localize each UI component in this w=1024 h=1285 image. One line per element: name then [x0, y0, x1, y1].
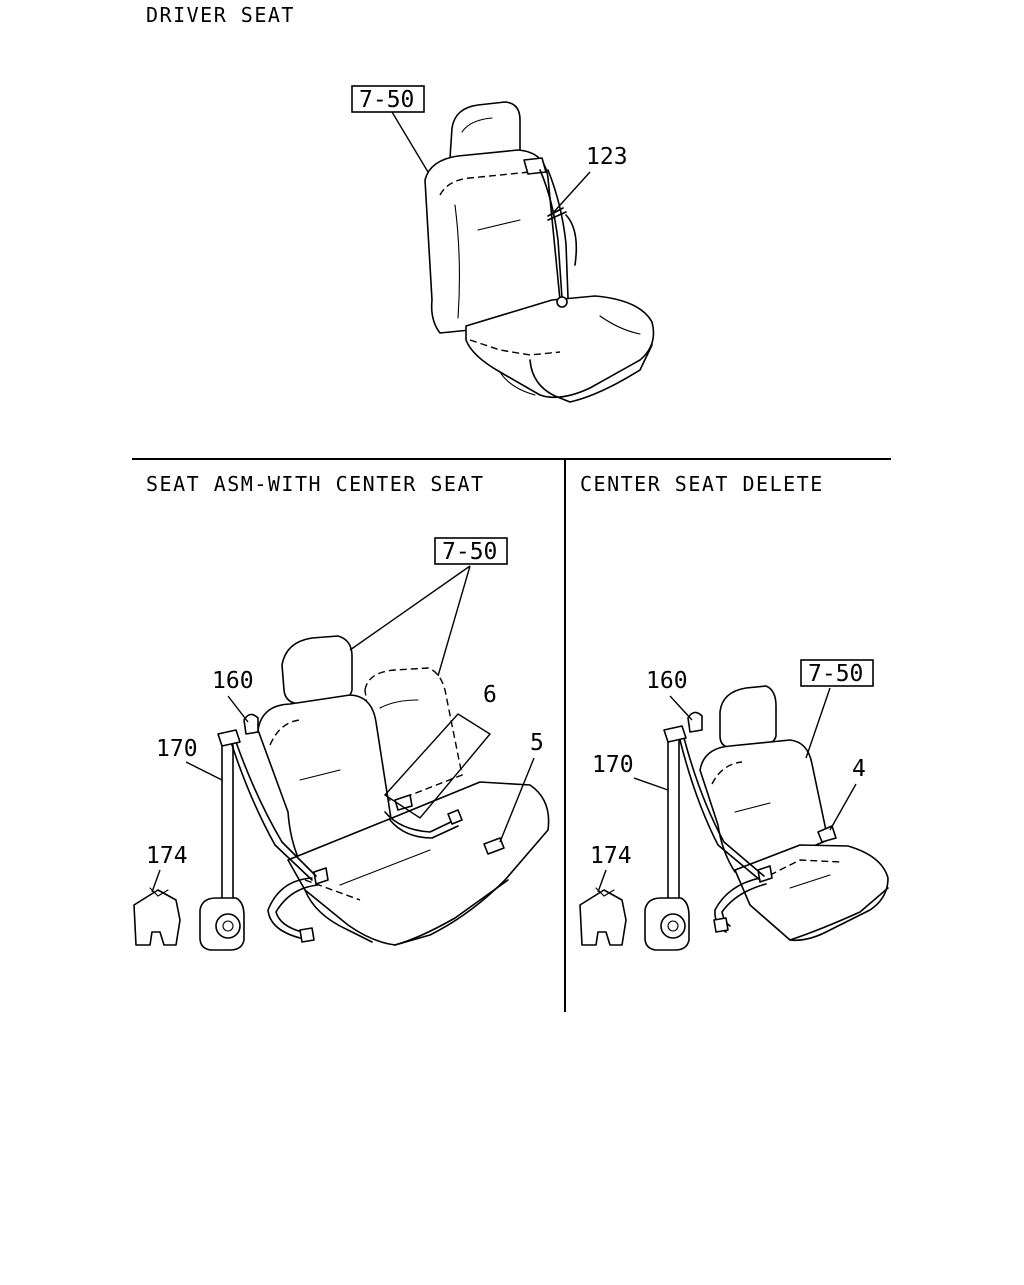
section-center-seat-delete: CENTER SEAT DELETE [579, 472, 889, 951]
callout-170-bench-label: 170 [156, 736, 198, 762]
callout-174-bench-label: 174 [146, 843, 188, 869]
bucket-seat-drawing [579, 685, 889, 951]
leader-7-50-bench-a [349, 565, 471, 651]
leader-170-delete [633, 777, 669, 791]
leader-123 [551, 171, 591, 215]
leader-174-bench [151, 869, 161, 893]
bench-seat-drawing [133, 635, 550, 951]
leader-170-bench [185, 761, 223, 781]
callout-123-label: 123 [586, 144, 628, 170]
callout-5-label: 5 [530, 730, 544, 756]
section-title-center-seat-delete: CENTER SEAT DELETE [580, 472, 824, 496]
driver-seat-drawing [424, 101, 655, 403]
callout-160-bench-label: 160 [212, 668, 254, 694]
callout-box-7-50-bench [434, 537, 508, 565]
section-title-driver-seat: DRIVER SEAT [146, 3, 295, 27]
leader-160-delete [669, 695, 693, 721]
callout-4-label: 4 [852, 756, 866, 782]
callout-7-50-delete-label: 7-50 [808, 661, 863, 687]
leader-174-delete [597, 869, 607, 893]
section-driver-seat: DRIVER SEAT 7-50 [146, 3, 655, 403]
leader-5 [499, 757, 535, 843]
section-title-with-center-seat: SEAT ASM-WITH CENTER SEAT [146, 472, 485, 496]
leader-7-50-bench-b [437, 565, 471, 677]
callout-174-delete-label: 174 [590, 843, 632, 869]
callout-170-delete-label: 170 [592, 752, 634, 778]
callout-160-delete-label: 160 [646, 668, 688, 694]
callout-7-50-bench-label: 7-50 [442, 539, 497, 565]
leader-7-50 [391, 111, 429, 173]
leader-160-bench [227, 695, 249, 723]
callout-6-label: 6 [483, 682, 497, 708]
callout-7-50-label: 7-50 [359, 87, 414, 113]
leader-7-50-delete [805, 687, 831, 759]
callout-box-7-50-delete [800, 659, 874, 687]
leader-4 [829, 783, 857, 831]
callout-box-7-50 [351, 85, 425, 113]
section-with-center-seat: SEAT ASM-WITH CENTER SEAT [133, 472, 550, 951]
leader-6 [383, 713, 492, 819]
